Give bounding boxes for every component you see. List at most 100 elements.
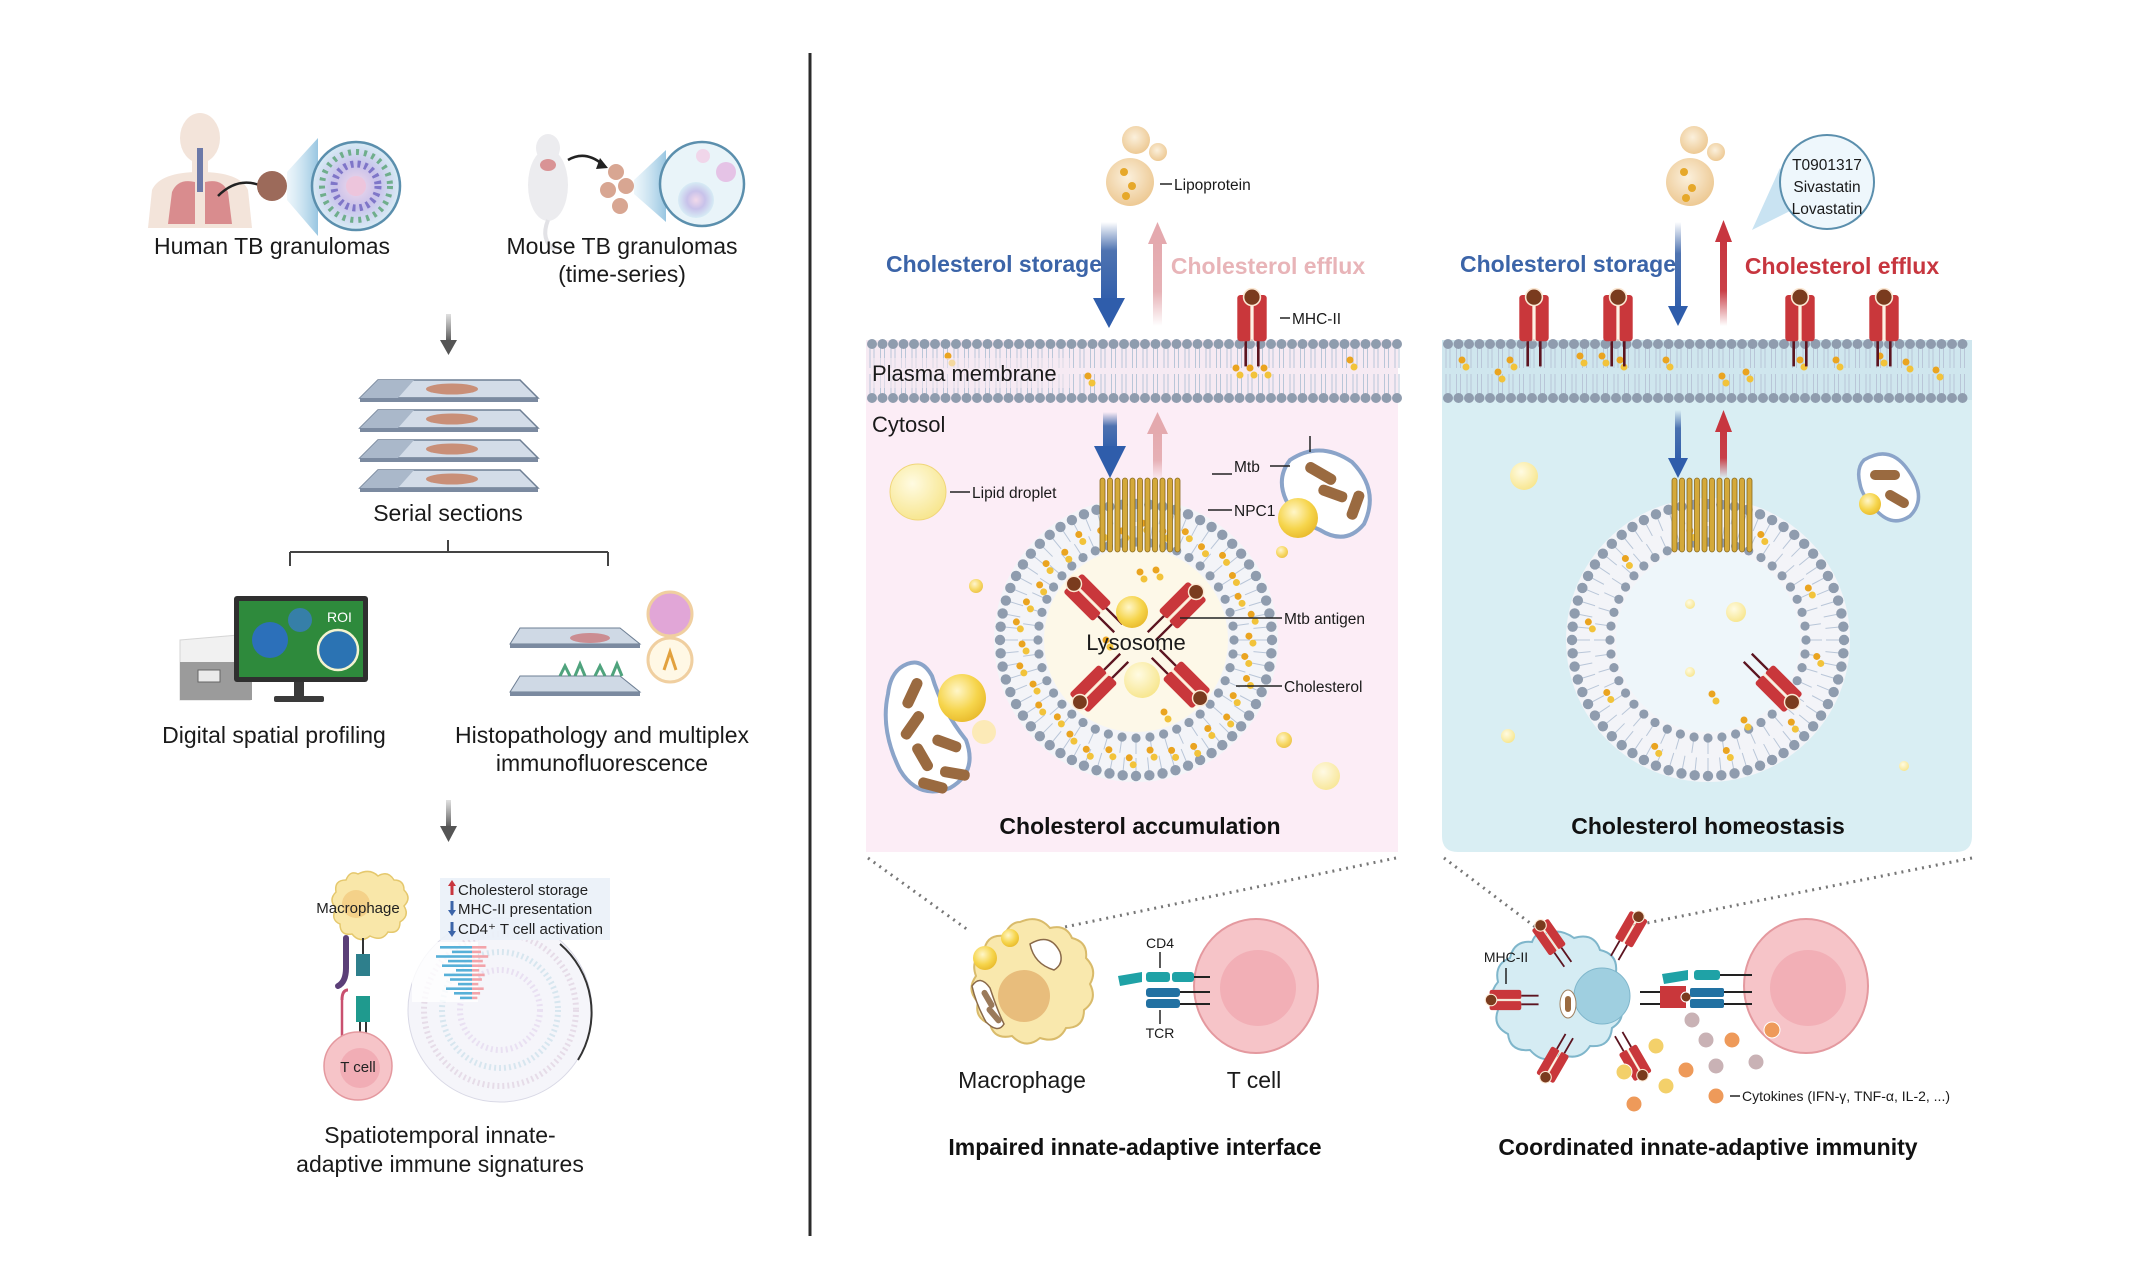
cholesterol-molecule [1026,605,1034,613]
cholesterol-molecule [1223,558,1231,566]
svg-text:Cholesterol storage: Cholesterol storage [458,882,588,899]
lipid-droplet-label: Lipid droplet [972,485,1057,502]
lipoprotein-icon [1666,126,1725,206]
mini-bar [442,964,472,967]
cholesterol-molecule [1458,356,1466,364]
mouse-icon [528,134,608,252]
cholesterol-molecule [1494,368,1502,376]
cholesterol-molecule [1066,730,1074,738]
cholesterol-molecule [1016,662,1024,670]
storage-arrow-down-icon [1668,410,1688,478]
histopathology-sublabel: immunofluorescence [496,750,708,776]
cholesterol-molecule [1817,659,1825,667]
mini-bar [472,978,482,981]
cytokines-label: Cytokines (IFN-γ, TNF-α, IL-2, ...) [1742,1088,1950,1104]
cholesterol-molecule [1234,592,1242,600]
mtb-phagosome-icon [1856,452,1921,523]
storage-arrow-down-icon [1094,412,1126,478]
cholesterol-molecule [1744,723,1752,731]
cholesterol-molecule [1232,579,1240,587]
cholesterol-molecule [1906,365,1914,373]
cholesterol-molecule [1039,708,1047,716]
finding-item: CD4⁺ T cell activation [448,921,603,938]
mtb-antigen-label: Mtb antigen [1284,611,1365,628]
cholesterol-molecule [1662,356,1670,364]
cholesterol-molecule [1102,636,1110,644]
cholesterol-droplet [1116,596,1148,628]
storage-arrow-down-icon [1093,222,1125,328]
cholesterol-molecule [1057,720,1065,728]
mini-bar [472,959,483,963]
cholesterol-molecule [1761,537,1769,545]
cholesterol-molecule [1791,725,1799,733]
cholesterol-molecule [1204,725,1212,733]
mini-bar [472,987,484,990]
cholesterol-molecule [1757,530,1765,538]
cytokine-particle [1707,1057,1725,1075]
cholesterol-molecule [1088,379,1096,387]
efflux-label: Cholesterol efflux [1745,253,1939,279]
mini-bar [472,973,485,977]
mini-bar [472,964,486,967]
cholesterol-molecule [1105,746,1113,754]
cholesterol-molecule [1232,364,1240,372]
cholesterol-molecule [1603,688,1611,696]
mini-bar [436,955,472,958]
human-body-icon [148,113,270,228]
cholesterol-molecule [1718,372,1726,380]
cholesterol-molecule [1350,363,1358,371]
drug-name: Sivastatin [1793,179,1860,196]
cholesterol-molecule [1061,548,1069,556]
cytokine-particle [1707,1087,1725,1105]
mini-bar [446,987,472,990]
mini-bar [450,978,472,981]
drug-name: Lovastatin [1792,201,1863,218]
tcr-label: TCR [1146,1025,1175,1041]
mini-bar [472,996,478,1000]
cholesterol-molecule [1241,652,1249,660]
mhc-ii-receptor-icon [1742,652,1802,712]
cholesterol-molecule [1666,363,1674,371]
cholesterol-molecule [1655,749,1663,757]
cytokine-particle [1647,1037,1665,1055]
npc1-transporter-icon [1099,477,1181,553]
cholesterol-molecule [1651,742,1659,750]
mouse-granulomas-label: Mouse TB granulomas [507,233,738,259]
cholesterol-molecule [1201,550,1209,558]
mini-bar [472,955,489,958]
cholesterol-molecule [1346,356,1354,364]
mhc-ii-receptor-icon [1532,919,1573,968]
mhc-ii-receptors [1519,287,1899,367]
cholesterol-molecule [1808,591,1816,599]
cholesterol-molecule [1070,737,1078,745]
histopathology-slides-icon [509,590,694,696]
mini-bar [472,946,487,949]
cholesterol-accumulation-panel: Lipoprotein Cholesterol storage Choleste… [866,126,1402,852]
cholesterol-molecule [1708,690,1716,698]
cholesterol-molecule [1598,352,1606,360]
plasma-membrane-label: Plasma membrane [872,361,1057,386]
drug-callout: T0901317 Sivastatin Lovastatin [1752,134,1875,230]
cholesterol-molecule [1156,573,1164,581]
cholesterol-molecule [1804,584,1812,592]
mini-bar [440,946,472,949]
cytokine-particle [1683,1011,1701,1029]
branch-bracket [289,540,609,566]
cholesterol-molecule [1053,713,1061,721]
homeostasis-title: Cholesterol homeostasis [1571,813,1845,839]
mhc-ii-receptor-icon [1519,287,1549,367]
cholesterol-molecule [1106,643,1114,651]
cholesterol-molecule [1016,625,1024,633]
cholesterol-molecule [1042,560,1050,568]
cholesterol-molecule [1036,581,1044,589]
cholesterol-molecule [1880,359,1888,367]
coordinated-title: Coordinated innate-adaptive immunity [1498,1134,1917,1160]
mhc-ii-receptor-icon [1484,989,1539,1011]
cholesterol-droplet [1312,762,1340,790]
mhc-ii-receptor-icon [1064,574,1124,634]
cd4-tcr-receptors-icon [1118,972,1210,1008]
efflux-label: Cholesterol efflux [1171,253,1365,279]
storage-arrow-down-icon [1668,222,1688,326]
cholesterol-molecule [1249,639,1257,647]
cholesterol-molecule [1197,543,1205,551]
